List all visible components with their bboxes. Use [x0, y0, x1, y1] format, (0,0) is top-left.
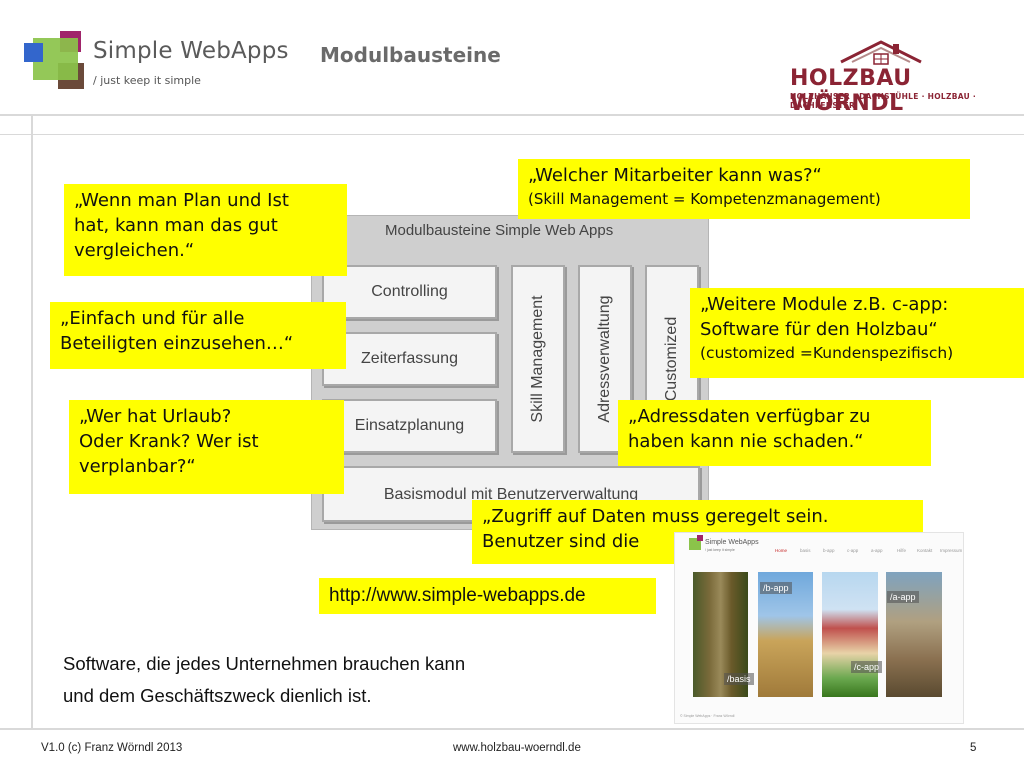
callout-line: Beteiligten einzusehen…“ — [60, 333, 294, 354]
brand-tagline: / just keep it simple — [93, 74, 201, 87]
left-margin-line — [31, 114, 33, 729]
callout-line: haben kann nie schaden.“ — [628, 431, 864, 452]
thumb-photo-house — [822, 572, 878, 697]
brand-title: Simple WebApps — [93, 38, 289, 64]
callout-weitere: „Weitere Module z.B. c-app: Software für… — [690, 288, 1024, 378]
thumb-nav-hilfe: Hilfe — [897, 548, 907, 553]
body-text-line-2: und dem Geschäftszweck dienlich ist. — [63, 685, 372, 706]
footer-version: V1.0 (c) Franz Wörndl 2013 — [41, 742, 183, 754]
logo-blue-square — [24, 43, 43, 62]
module-einsatzplanung: Einsatzplanung — [322, 399, 497, 453]
module-controlling: Controlling — [322, 265, 497, 319]
module-skill-management-label: Skill Management — [529, 295, 546, 423]
header-divider-2 — [0, 134, 1024, 135]
callout-line: Oder Krank? Wer ist — [79, 431, 259, 452]
callout-plan-ist: „Wenn man Plan und Ist hat, kann man das… — [64, 184, 347, 276]
footer-divider — [0, 728, 1024, 730]
module-zeiterfassung: Zeiterfassung — [322, 332, 497, 386]
thumb-label-basis: /basis — [724, 673, 754, 685]
callout-line: „Adressdaten verfügbar zu — [628, 406, 871, 427]
module-skill-management: Skill Management — [511, 265, 565, 453]
thumb-label-a-app: /a-app — [887, 591, 919, 603]
footer-page-number: 5 — [970, 742, 977, 754]
company-subline: HOLZHÄUSER · DACHSTÜHLE · HOLZBAU · DACH… — [790, 92, 977, 110]
thumb-nav-c-app: c-app — [847, 548, 859, 553]
website-url-link[interactable]: http://www.simple-webapps.de — [319, 578, 656, 614]
callout-line: „Zugriff auf Daten muss geregelt sein. — [482, 506, 829, 527]
thumb-logo-icon — [689, 538, 701, 550]
callout-line: verplanbar?“ — [79, 456, 196, 477]
thumb-footer-text: © Simple WebApps · Franz Wörndl — [680, 714, 735, 718]
slide-title: Modulbausteine — [320, 43, 501, 67]
diagram-title: Modulbausteine Simple Web Apps — [385, 222, 614, 239]
callout-mitarbeiter: „Welcher Mitarbeiter kann was?“ (Skill M… — [518, 159, 970, 219]
body-text-line-1: Software, die jedes Unternehmen brauchen… — [63, 653, 466, 674]
callout-line: Software für den Holzbau“ — [700, 319, 938, 340]
thumb-nav-b-app: b-app — [823, 548, 835, 553]
callout-line: hat, kann man das gut — [74, 215, 278, 236]
callout-line: (Skill Management = Kompetenzmanagement) — [528, 190, 881, 208]
thumb-label-c-app: /c-app — [851, 661, 883, 673]
thumb-nav-impressum: Impressum — [940, 548, 963, 553]
thumb-nav-a-app: a-app — [871, 548, 883, 553]
callout-urlaub: „Wer hat Urlaub? Oder Krank? Wer ist ver… — [69, 400, 344, 494]
thumb-nav-kontakt: Kontakt — [917, 548, 933, 553]
thumb-label-b-app: /b-app — [760, 582, 792, 594]
callout-line: „Einfach und für alle — [60, 308, 245, 329]
footer-website[interactable]: www.holzbau-woerndl.de — [453, 742, 581, 754]
thumb-nav-home: Home — [775, 548, 788, 553]
module-adressverwaltung-label: Adressverwaltung — [596, 295, 613, 423]
callout-line: „Wenn man Plan und Ist — [74, 190, 289, 211]
callout-adressdaten: „Adressdaten verfügbar zu haben kann nie… — [618, 400, 931, 466]
callout-line: Benutzer sind die — [482, 531, 640, 552]
callout-einsehen: „Einfach und für alle Beteiligten einzus… — [50, 302, 346, 369]
company-name: HOLZBAU WÖRNDL — [790, 66, 912, 116]
thumb-site-title: Simple WebApps — [705, 539, 759, 546]
thumb-site-tagline: / just keep it simple — [705, 548, 735, 552]
callout-line: vergleichen.“ — [74, 240, 195, 261]
thumb-logo-accent-icon — [697, 535, 703, 541]
thumb-nav-basis: basis — [800, 548, 811, 553]
module-customized-label: Customized — [663, 316, 680, 402]
callout-line: (customized =Kundenspezifisch) — [700, 344, 954, 362]
callout-line: „Wer hat Urlaub? — [79, 406, 232, 427]
callout-line: „Welcher Mitarbeiter kann was?“ — [528, 165, 822, 186]
header-divider — [0, 114, 1024, 116]
callout-line: „Weitere Module z.B. c-app: — [700, 294, 949, 315]
house-roof-icon — [840, 40, 922, 65]
